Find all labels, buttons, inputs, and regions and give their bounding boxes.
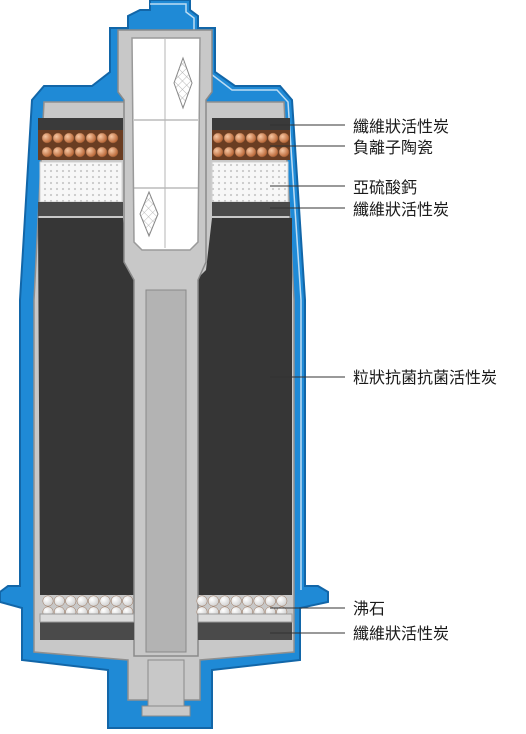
ball (223, 146, 235, 158)
layer-top-fiber-left (38, 118, 123, 130)
layer-mid-fiber-left (38, 202, 123, 216)
ball (234, 146, 246, 158)
ball (74, 146, 86, 158)
label-negative-ion-ceramic: 負離子陶瓷 (353, 138, 434, 157)
ball (256, 132, 268, 144)
ball (85, 132, 97, 144)
ball (63, 146, 75, 158)
ball (52, 132, 64, 144)
ball (267, 132, 279, 144)
ball (245, 146, 257, 158)
ball (88, 595, 100, 607)
label-granular-carbon: 粒狀抗菌抗菌活性炭 (353, 368, 498, 387)
ball (230, 595, 242, 607)
layer-mid-fiber-right (212, 202, 290, 216)
ball (96, 132, 108, 144)
label-fiber-carbon-bottom: 纖維狀活性炭 (353, 624, 450, 643)
ball (85, 146, 97, 158)
ball (212, 146, 224, 158)
label-calcium-sulfite: 亞硫酸鈣 (353, 178, 418, 197)
label-zeolite: 沸石 (353, 599, 386, 618)
ball (256, 146, 268, 158)
ball (267, 146, 279, 158)
ball (219, 595, 231, 607)
ball (107, 132, 119, 144)
layer-sulfite-left (39, 161, 123, 203)
layer-bottom-fiber-right (198, 622, 292, 640)
ball (278, 132, 290, 144)
ball (111, 595, 122, 607)
ball (207, 595, 219, 607)
ball (42, 595, 54, 607)
ball (242, 595, 254, 607)
ball (63, 132, 75, 144)
layer-granular-carbon (38, 218, 292, 595)
outlet-nozzle (147, 659, 185, 711)
ball (41, 146, 53, 158)
ball (278, 146, 290, 158)
ceramic-balls (41, 132, 290, 158)
ball (223, 132, 235, 144)
ball (41, 132, 53, 144)
ball (234, 132, 246, 144)
ball (122, 595, 134, 607)
ball (52, 146, 64, 158)
ball (96, 146, 108, 158)
ball (99, 595, 111, 607)
ball (245, 132, 257, 144)
leader-lines (270, 124, 345, 634)
layer-top-fiber-right (212, 118, 290, 130)
label-fiber-carbon-top: 纖維狀活性炭 (353, 117, 450, 136)
ball (74, 132, 86, 144)
layer-sulfite-right (211, 161, 289, 203)
ball (107, 146, 119, 158)
ball (253, 595, 265, 607)
ball (65, 595, 77, 607)
ball (76, 595, 88, 607)
ball (196, 595, 208, 607)
ball (54, 595, 65, 607)
label-fiber-carbon-mid: 纖維狀活性炭 (353, 200, 450, 219)
ball (264, 595, 276, 607)
ball (276, 595, 288, 607)
layer-bottom-fiber-left (40, 622, 134, 640)
ball (212, 132, 224, 144)
